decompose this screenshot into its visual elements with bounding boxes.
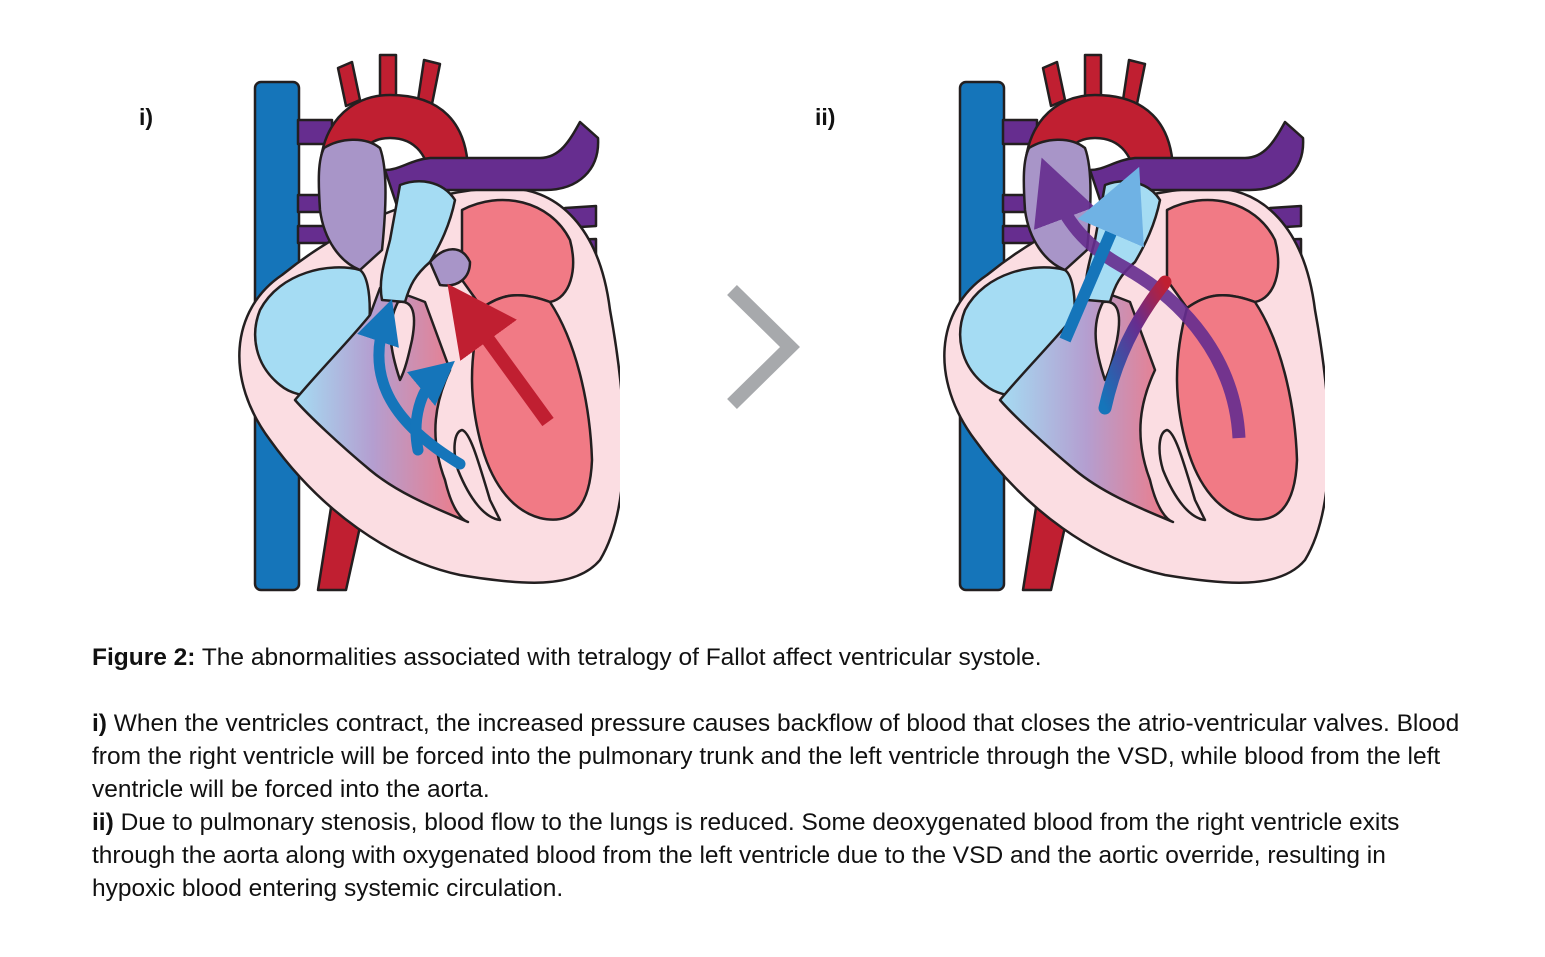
description-i-text: When the ventricles contract, the increa… [92,710,1460,803]
rv-flow-arrow-left [357,299,466,470]
pulmonary-flow-arrow [1059,166,1144,343]
description-i: i) When the ventricles contract, the inc… [92,707,1472,806]
mixed-flow-arrow-to-aorta [1033,157,1246,439]
rv-flow-arrow [1098,275,1172,415]
lv-flow-arrow [447,283,554,427]
description-ii: ii) Due to pulmonary stenosis, blood flo… [92,806,1472,905]
panel-i-label: i) [139,104,154,130]
chevron-right-icon [727,285,800,409]
pulmonary-root [317,138,387,272]
description-ii-label: ii) [92,809,114,836]
panel-ii-label: ii) [815,104,836,130]
heart-diagram-i [238,53,620,592]
description-ii-text: Due to pulmonary stenosis, blood flow to… [92,809,1400,902]
description-i-label: i) [92,710,107,737]
rv-flow-arrow-right [407,360,455,456]
figure-label: Figure 2: [92,644,196,671]
heart-diagram-ii [943,53,1325,592]
figure-caption-title: Figure 2: The abnormalities associated w… [92,641,1472,674]
figure-title-text: The abnormalities associated with tetral… [195,644,1042,671]
